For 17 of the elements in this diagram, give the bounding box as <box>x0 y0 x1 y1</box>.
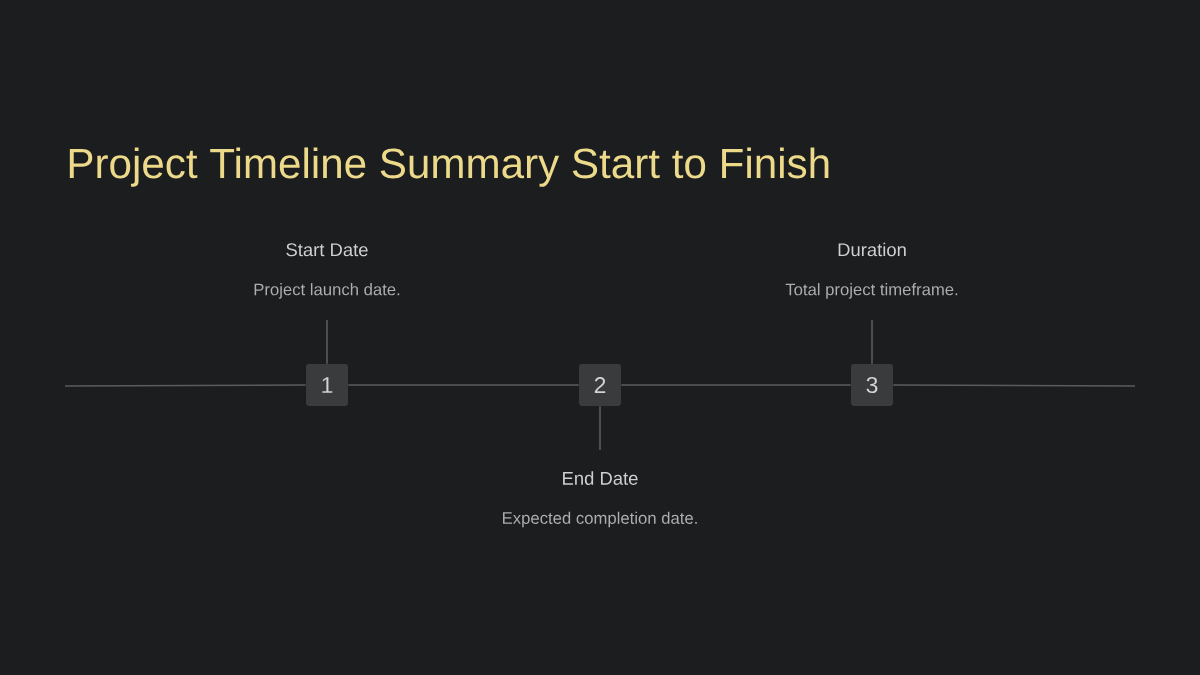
milestone-heading: Duration <box>838 242 906 257</box>
number-box: 3 <box>851 364 893 406</box>
leader-line <box>599 405 601 451</box>
leader-line <box>871 319 873 365</box>
leader-line <box>326 319 328 365</box>
milestone-description: Expected completion date. <box>503 511 697 528</box>
title: Project Timeline Summary Start to Finish <box>69 147 829 187</box>
number-box: 2 <box>579 364 621 406</box>
milestone-heading: Start Date <box>286 243 368 257</box>
milestone-description: Total project timeframe. <box>785 283 958 299</box>
timeline-line <box>64 384 307 387</box>
timeline-line <box>892 384 1136 387</box>
timeline-line <box>620 384 852 386</box>
milestone-heading: End Date <box>563 471 638 485</box>
number-box: 1 <box>306 364 348 406</box>
timeline-line <box>347 384 580 386</box>
milestone-description: Project launch date. <box>254 283 400 299</box>
